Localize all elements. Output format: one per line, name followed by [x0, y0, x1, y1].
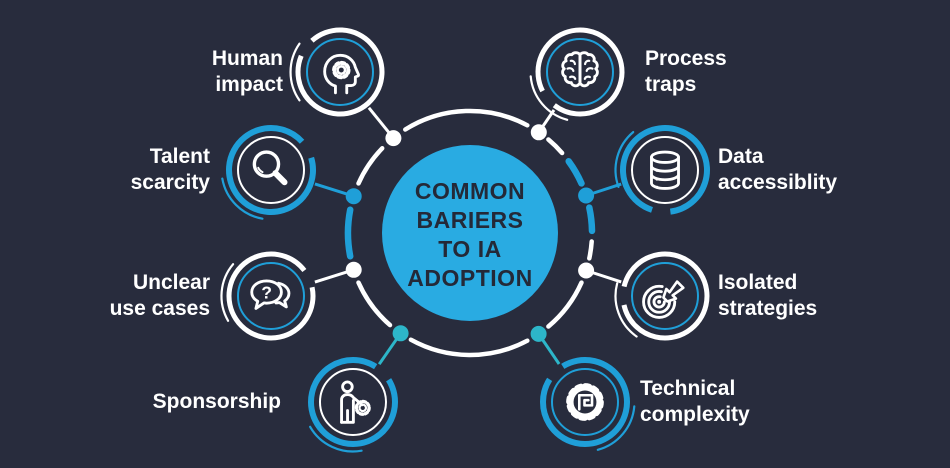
svg-text:?: ?	[261, 282, 272, 302]
ring-arc	[408, 337, 530, 358]
ring-dot-data-accessibility	[578, 187, 595, 204]
ring-arc	[546, 137, 565, 156]
ring-dot-unclear-use-cases	[345, 261, 362, 278]
node-inner-ring	[631, 136, 699, 204]
accent-arc	[221, 177, 264, 220]
center-circle	[382, 145, 558, 321]
ring-arc	[356, 146, 385, 186]
node-inner-ring	[551, 368, 619, 436]
process-traps-node	[529, 27, 625, 121]
accent-arc	[614, 131, 635, 188]
database-icon	[650, 150, 680, 190]
node-inner-ring	[237, 262, 305, 330]
ring-arc	[586, 204, 596, 235]
accent-arc	[596, 405, 636, 451]
target-arrow-icon	[642, 280, 685, 319]
ring-arc	[546, 280, 584, 329]
ring-arc	[344, 206, 354, 260]
node-inner-ring	[319, 368, 387, 436]
data-accessibility-node	[614, 125, 710, 215]
node-label-human-impact: Human impact	[211, 47, 283, 96]
node-label-sponsorship: Sponsorship	[152, 390, 281, 413]
node-outer-ring	[226, 125, 316, 215]
ring-arc	[356, 280, 393, 328]
human-impact-node	[289, 27, 385, 117]
node-inner-ring	[237, 136, 305, 204]
head-gear-icon	[323, 53, 360, 95]
node-label-process-traps: Process traps	[645, 47, 727, 96]
node-inner-ring	[306, 38, 374, 106]
node-label-isolated-strategies: Isolated strategies	[718, 271, 818, 320]
node-outer-ring	[535, 27, 625, 117]
accent-arc	[614, 282, 638, 338]
node-inner-ring	[631, 262, 699, 330]
accent-arc	[220, 263, 235, 322]
node-label-data-accessibility: Data accessiblity	[718, 145, 838, 194]
node-outer-ring	[620, 251, 710, 341]
isolated-strategies-node	[614, 251, 710, 341]
node-outer-ring	[540, 357, 630, 447]
ring-dot-isolated-strategies	[578, 262, 595, 279]
ring-dot-human-impact	[385, 130, 402, 147]
chat-question-icon: ?	[250, 279, 291, 310]
gear-circuit-icon	[566, 383, 604, 421]
accent-arc	[289, 42, 301, 102]
node-outer-ring	[295, 27, 385, 117]
node-label-unclear-use-cases: Unclear use cases	[109, 271, 210, 320]
magnifier-icon	[252, 150, 288, 186]
ring-dot-process-traps	[530, 124, 547, 141]
ring-dot-technical-complexity	[530, 325, 547, 342]
accent-arc	[529, 75, 569, 121]
ring-dot-sponsorship	[392, 325, 409, 342]
brain-icon	[561, 51, 599, 88]
talent-scarcity-node	[221, 125, 316, 220]
node-outer-ring	[226, 251, 316, 341]
node-label-technical-complexity: Technical complexity	[640, 377, 750, 426]
node-label-talent-scarcity: Talent scarcity	[130, 145, 210, 194]
ring-arc	[403, 108, 530, 132]
ring-arc	[565, 158, 585, 187]
sponsorship-node	[308, 357, 398, 453]
center-title: COMMON BARIERS TO IA ADOPTION	[407, 178, 533, 291]
accent-arc	[309, 425, 363, 453]
person-gear-icon	[340, 380, 371, 424]
node-inner-ring	[546, 38, 614, 106]
ring-arc	[587, 239, 594, 261]
technical-complexity-node	[540, 357, 636, 451]
unclear-use-cases-node: ?	[220, 251, 316, 341]
ring-dot-talent-scarcity	[345, 188, 362, 205]
